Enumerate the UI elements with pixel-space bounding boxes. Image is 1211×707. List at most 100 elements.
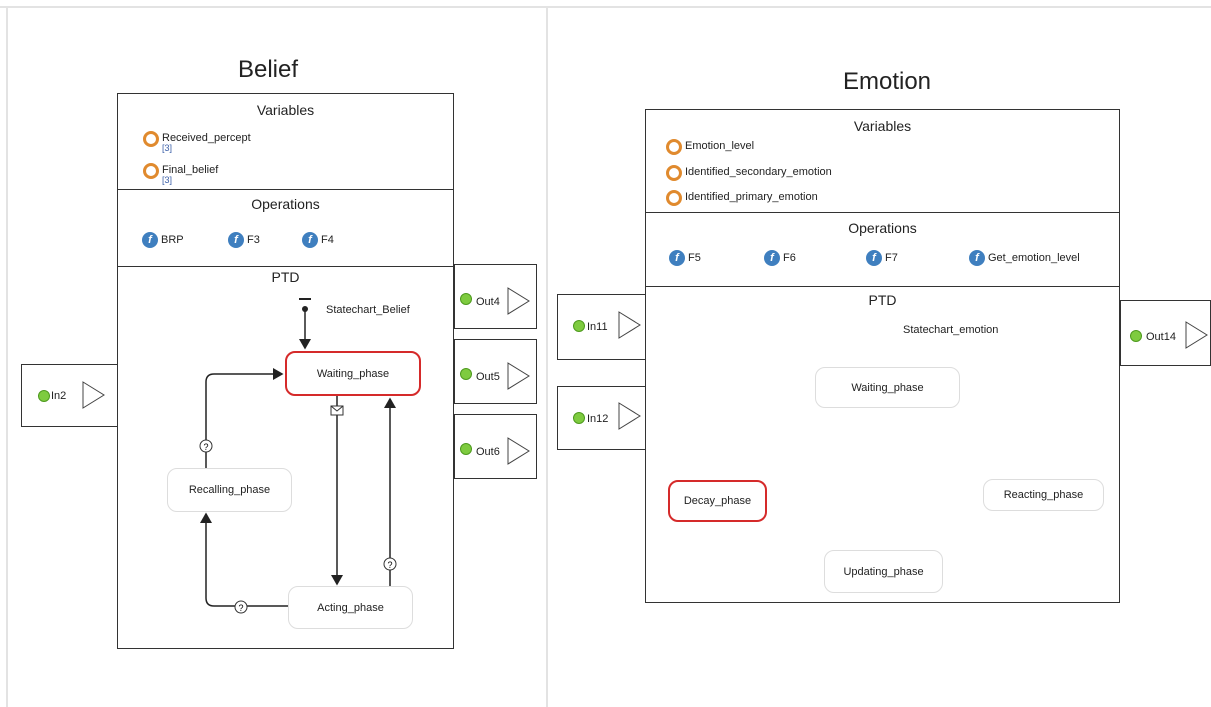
variable-dim: [3] xyxy=(162,143,173,153)
emotion-port-in12[interactable]: In12 xyxy=(557,386,646,450)
variable-name: Received_percept xyxy=(162,132,251,144)
belief-variable-received-percept[interactable]: Received_percept[3] xyxy=(143,131,251,153)
operation-name: F7 xyxy=(885,252,898,264)
operation-name: F6 xyxy=(783,252,796,264)
envelope-icon xyxy=(330,405,344,416)
belief-variables-title: Variables xyxy=(256,102,315,118)
belief-port-out5[interactable]: Out5 xyxy=(454,339,537,404)
question-mark-icon: ? xyxy=(199,439,213,453)
variable-name: Emotion_level xyxy=(685,140,755,152)
emotion-state-decay[interactable]: Decay_phase xyxy=(668,480,767,522)
emotion-state-reacting[interactable]: Reacting_phase xyxy=(983,479,1104,511)
function-f-icon: f xyxy=(669,250,685,266)
belief-ptd-title: PTD xyxy=(271,269,300,285)
emotion-variables-title: Variables xyxy=(853,118,912,134)
variable-ring-icon xyxy=(143,163,159,179)
emotion-variable-primary[interactable]: Identified_primary_emotion xyxy=(666,190,818,206)
emotion-state-waiting[interactable]: Waiting_phase xyxy=(815,367,960,408)
svg-text:?: ? xyxy=(203,442,208,452)
belief-port-in2[interactable]: In2 xyxy=(21,364,118,427)
port-label: Out4 xyxy=(476,296,500,308)
port-label: Out6 xyxy=(476,446,500,458)
belief-initial-pseudostate xyxy=(299,298,311,350)
belief-edge-recalling-waiting xyxy=(205,368,284,468)
port-triangle-icon xyxy=(82,381,105,409)
operation-name: F5 xyxy=(688,252,701,264)
port-triangle-icon xyxy=(618,311,641,339)
belief-state-waiting[interactable]: Waiting_phase xyxy=(285,351,421,396)
question-mark-icon: ? xyxy=(234,600,248,614)
emotion-variable-emotion-level[interactable]: Emotion_level xyxy=(666,139,755,155)
belief-state-recalling[interactable]: Recalling_phase xyxy=(167,468,292,512)
belief-operations-title: Operations xyxy=(251,196,320,212)
top-border xyxy=(0,6,1211,8)
port-label: In2 xyxy=(51,390,67,402)
operation-name: F3 xyxy=(247,234,260,246)
panel-divider xyxy=(546,6,548,707)
variable-name: Final_belief xyxy=(162,164,219,176)
function-f-icon: f xyxy=(866,250,882,266)
divider xyxy=(118,266,453,267)
function-f-icon: f xyxy=(969,250,985,266)
port-dot-icon xyxy=(460,443,472,455)
belief-state-acting[interactable]: Acting_phase xyxy=(288,586,413,629)
variable-dim: [3] xyxy=(162,175,173,185)
port-triangle-icon xyxy=(618,402,641,430)
function-f-icon: f xyxy=(228,232,244,248)
belief-variable-final-belief[interactable]: Final_belief[3] xyxy=(143,163,219,185)
variable-name: Identified_primary_emotion xyxy=(685,191,818,203)
operation-name: BRP xyxy=(161,234,184,246)
emotion-statechart-label: Statechart_emotion xyxy=(903,324,999,336)
svg-text:?: ? xyxy=(238,603,243,613)
port-label: In12 xyxy=(587,413,609,425)
belief-port-out4[interactable]: Out4 xyxy=(454,264,537,329)
question-mark-icon: ? xyxy=(383,557,397,571)
port-dot-icon xyxy=(460,368,472,380)
port-label: In11 xyxy=(587,321,608,333)
emotion-port-in11[interactable]: In11 xyxy=(557,294,646,360)
port-dot-icon xyxy=(38,390,50,402)
port-label: Out14 xyxy=(1146,331,1176,343)
port-triangle-icon xyxy=(507,287,530,315)
emotion-port-out14[interactable]: Out14 xyxy=(1120,300,1211,366)
function-f-icon: f xyxy=(302,232,318,248)
emotion-operations-title: Operations xyxy=(848,220,917,236)
function-f-icon: f xyxy=(142,232,158,248)
emotion-state-updating[interactable]: Updating_phase xyxy=(824,550,943,593)
port-triangle-icon xyxy=(1185,321,1208,349)
divider xyxy=(646,286,1119,287)
variable-ring-icon xyxy=(666,165,682,181)
port-dot-icon xyxy=(460,293,472,305)
port-dot-icon xyxy=(573,412,585,424)
divider xyxy=(118,189,453,190)
belief-title: Belief xyxy=(237,56,299,83)
emotion-agent-box[interactable]: Variables Emotion_level Identified_secon… xyxy=(645,109,1120,603)
port-triangle-icon xyxy=(507,362,530,390)
left-panel-border xyxy=(6,6,8,707)
belief-statechart-label: Statechart_Belief xyxy=(326,304,410,316)
emotion-ptd-title: PTD xyxy=(868,292,897,308)
svg-text:?: ? xyxy=(387,560,392,570)
emotion-title: Emotion xyxy=(842,68,932,95)
variable-name: Identified_secondary_emotion xyxy=(685,166,832,178)
port-triangle-icon xyxy=(507,437,530,465)
port-label: Out5 xyxy=(476,371,500,383)
variable-ring-icon xyxy=(143,131,159,147)
port-dot-icon xyxy=(1130,330,1142,342)
port-dot-icon xyxy=(573,320,585,332)
belief-port-out6[interactable]: Out6 xyxy=(454,414,537,479)
variable-ring-icon xyxy=(666,139,682,155)
variable-ring-icon xyxy=(666,190,682,206)
belief-edge-acting-recalling xyxy=(200,512,288,607)
operation-name: F4 xyxy=(321,234,334,246)
operation-name: Get_emotion_level xyxy=(988,252,1080,264)
function-f-icon: f xyxy=(764,250,780,266)
emotion-variable-secondary[interactable]: Identified_secondary_emotion xyxy=(666,165,832,181)
